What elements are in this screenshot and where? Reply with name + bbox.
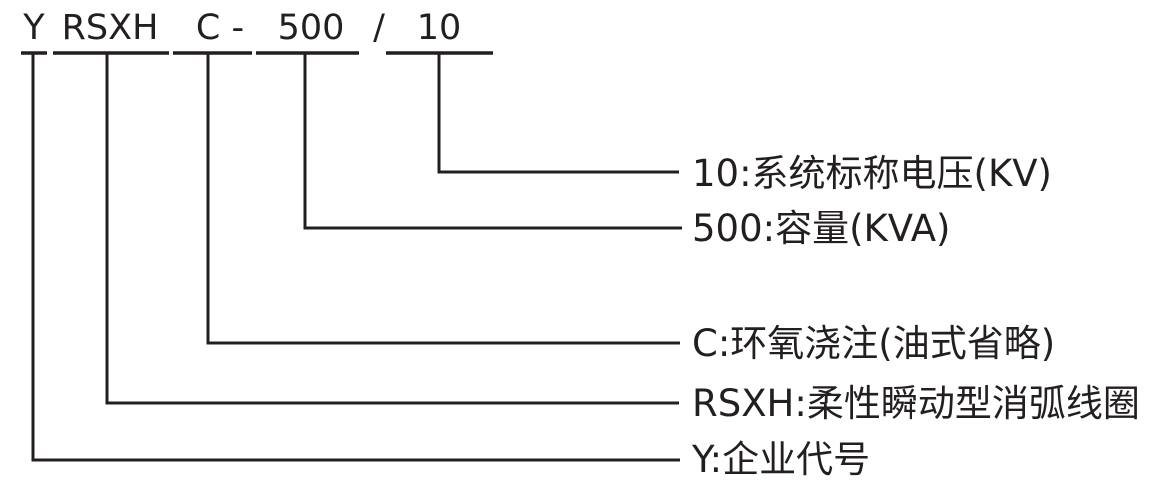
- model-segment-slash: /: [373, 8, 385, 48]
- model-segment-500: 500: [278, 8, 345, 48]
- legend-labels: 10:系统标称电压(KV) 500:容量(KVA) C:环氧浇注(油式省略) R…: [691, 152, 1140, 481]
- model-code-row: Y RSXH C - 500 / 10: [21, 8, 493, 55]
- legend-label-rsxh: RSXH:柔性瞬动型消弧线圈: [692, 382, 1140, 425]
- model-segment-c: C -: [196, 8, 244, 48]
- legend-label-500: 500:容量(KVA): [692, 207, 950, 250]
- model-segment-10: 10: [417, 8, 462, 48]
- connector-10-line: [437, 54, 679, 174]
- connector-500-line: [303, 54, 682, 230]
- model-segment-y: Y: [22, 8, 45, 48]
- legend-label-c: C:环氧浇注(油式省略): [692, 322, 1055, 365]
- legend-label-10: 10:系统标称电压(KV): [692, 152, 1052, 195]
- legend-label-y: Y:企业代号: [691, 438, 870, 481]
- connector-y-line: [31, 54, 680, 462]
- connector-rsxh-line: [105, 54, 679, 405]
- connector-c-line: [206, 54, 680, 345]
- connector-lines: [31, 54, 682, 462]
- model-segment-rsxh: RSXH: [62, 8, 159, 48]
